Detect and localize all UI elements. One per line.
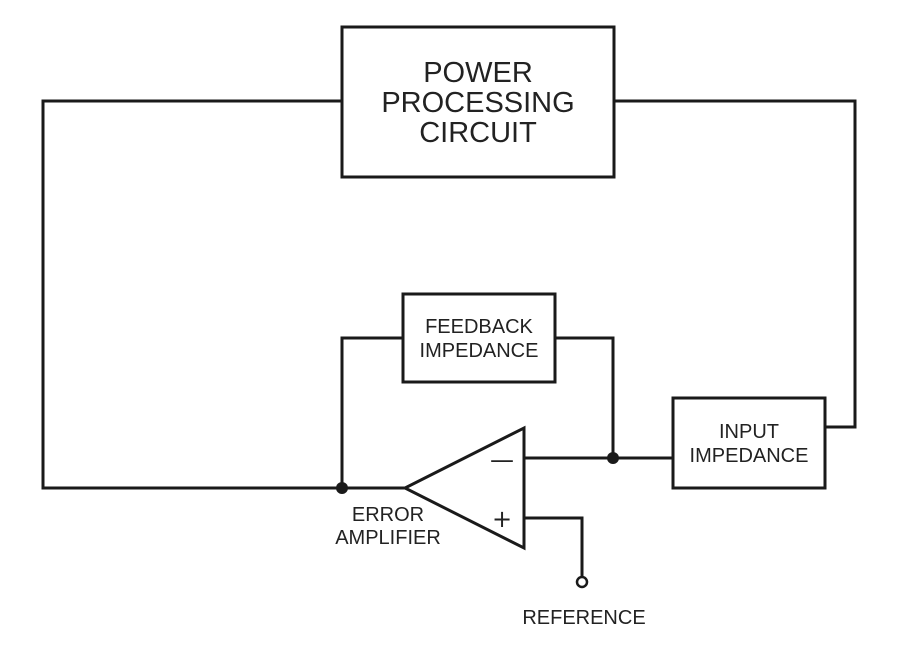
power-processing-circuit-block: POWER PROCESSING CIRCUIT — [340, 25, 616, 179]
reference-terminal-circle — [575, 575, 589, 589]
reference-terminal: REFERENCE — [522, 575, 646, 629]
wire-power-to-input-impedance — [612, 99, 857, 429]
wire-feedback-right — [553, 336, 615, 460]
junction-dot-inverting — [607, 452, 619, 464]
non-inverting-input-symbol: + — [492, 505, 512, 533]
error-amplifier: — + ERROR AMPLIFIER — [335, 425, 526, 551]
feedback-label-line-1: FEEDBACK — [425, 316, 533, 338]
feedback-impedance-box — [401, 292, 557, 384]
amplifier-label-line-2: AMPLIFIER — [335, 527, 441, 549]
power-label-line-1: POWER — [423, 57, 533, 89]
input-impedance-box — [671, 396, 827, 490]
reference-label: REFERENCE — [522, 607, 645, 629]
amplifier-label-line-1: ERROR — [352, 504, 424, 526]
input-label-line-1: INPUT — [719, 421, 779, 443]
power-label-line-3: CIRCUIT — [419, 117, 537, 149]
error-amplifier-triangle — [401, 425, 526, 551]
input-impedance-block: INPUT IMPEDANCE — [671, 396, 827, 490]
feedback-label-line-2: IMPEDANCE — [420, 340, 539, 362]
power-processing-circuit-box — [340, 25, 616, 179]
wire-reference — [522, 516, 584, 579]
wires — [41, 99, 857, 579]
power-label-line-2: PROCESSING — [381, 87, 574, 119]
wire-feedback-left — [340, 336, 405, 490]
inverting-input-symbol: — — [490, 446, 514, 474]
feedback-impedance-block: FEEDBACK IMPEDANCE — [401, 292, 557, 384]
wire-power-to-error-junction — [41, 99, 407, 490]
input-label-line-2: IMPEDANCE — [690, 445, 809, 467]
junction-dot-error — [336, 482, 348, 494]
